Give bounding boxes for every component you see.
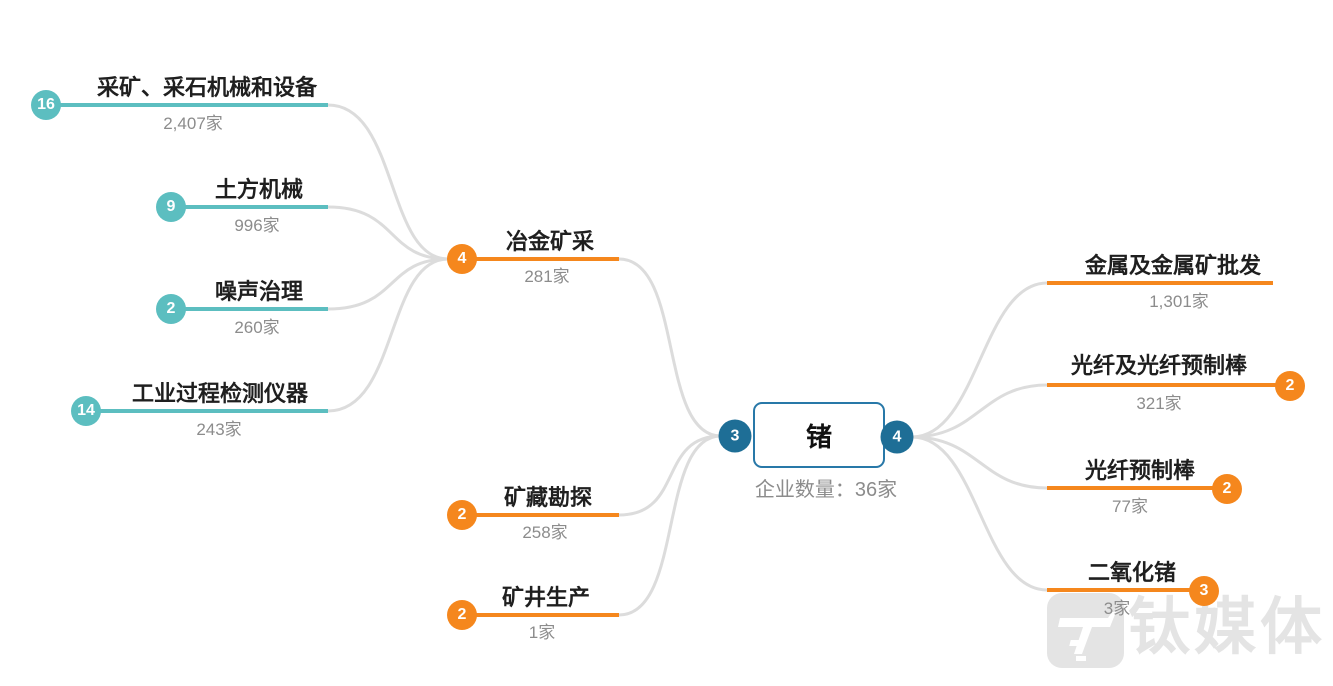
node-count: 1,301家: [1149, 292, 1209, 311]
link-curve: [911, 383, 1048, 439]
tmtpost-logo: [1047, 593, 1124, 668]
badge-count[interactable]: 3: [1189, 576, 1219, 606]
badge-count[interactable]: 2: [1275, 371, 1305, 401]
node-label-metal-ore-wholesale[interactable]: 金属及金属矿批发: [1084, 253, 1262, 278]
link-curve: [618, 257, 722, 438]
node-count: 3家: [1103, 599, 1131, 618]
link-curve: [327, 103, 449, 261]
badge-count[interactable]: 2: [447, 600, 477, 630]
node-count: 996家: [234, 216, 280, 235]
node-label-noise-control[interactable]: 噪声治理: [214, 279, 304, 304]
node-count: 243家: [196, 420, 242, 439]
root-upstream-badge[interactable]: 3: [718, 419, 752, 453]
badge-count[interactable]: 16: [31, 90, 61, 120]
root-downstream-badge[interactable]: 4: [880, 420, 914, 454]
node-count: 77家: [1112, 497, 1148, 516]
node-count: 258家: [522, 523, 568, 542]
link-curve: [327, 257, 449, 311]
node-label-metallurgical-mining[interactable]: 冶金矿采: [505, 229, 595, 254]
node-label-industrial-process-instruments[interactable]: 工业过程检测仪器: [131, 381, 309, 406]
badge-count[interactable]: 14: [71, 396, 101, 426]
node-label-mining-quarrying-machinery[interactable]: 采矿、采石机械和设备: [96, 75, 318, 100]
link-curve: [327, 257, 449, 413]
badge-count[interactable]: 4: [447, 244, 477, 274]
node-label-earthmoving-machinery[interactable]: 土方机械: [214, 177, 304, 202]
badge-count[interactable]: 2: [447, 500, 477, 530]
node-label-fiber-preform[interactable]: 光纤预制棒: [1084, 458, 1196, 483]
node-label-optical-fiber-and-preform[interactable]: 光纤及光纤预制棒: [1070, 353, 1248, 378]
node-count: 2,407家: [163, 114, 223, 133]
node-count: 1家: [528, 623, 556, 642]
node-label-germanium-dioxide[interactable]: 二氧化锗: [1087, 560, 1177, 585]
badge-count[interactable]: 2: [156, 294, 186, 324]
node-label-mineral-exploration[interactable]: 矿藏勘探: [503, 485, 593, 510]
link-curve: [911, 281, 1048, 439]
badge-count[interactable]: 9: [156, 192, 186, 222]
link-curve: [618, 434, 722, 517]
node-count: 281家: [524, 267, 570, 286]
tmtpost-watermark-text: 钛媒体: [1128, 593, 1327, 662]
node-label-mine-production[interactable]: 矿井生产: [501, 585, 591, 610]
link-curve: [618, 434, 722, 617]
node-count: 321家: [1136, 394, 1182, 413]
root-company-count: 企业数量：36家: [754, 479, 898, 501]
link-curve: [911, 435, 1048, 592]
link-curve: [327, 205, 449, 261]
node-count: 260家: [234, 318, 280, 337]
link-curve: [911, 435, 1048, 490]
root-node-germanium[interactable]: 锗: [753, 402, 885, 468]
badge-count[interactable]: 2: [1212, 474, 1242, 504]
